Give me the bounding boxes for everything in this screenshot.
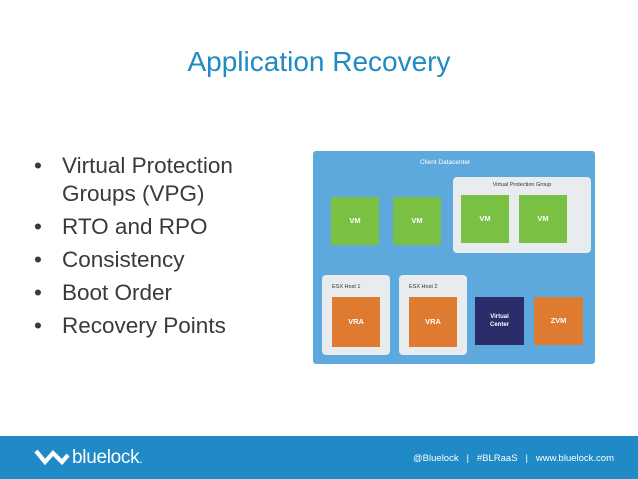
vpg-label: Virtual Protection Group [492, 182, 552, 188]
footer-bar: bluelock. @Bluelock | #BLRaaS | www.blue… [0, 436, 638, 479]
vra-box: VRA [409, 297, 457, 347]
esx-host: ESX Host 2 VRA [399, 275, 467, 355]
bluelock-logo-icon [34, 449, 70, 466]
bullet-item: • Boot Order [28, 279, 288, 307]
bullet-item: • Virtual Protection Groups (VPG) [28, 152, 288, 208]
esx-host: ESX Host 1 VRA [322, 275, 390, 355]
footer-contact-text: @Bluelock | #BLRaaS | www.bluelock.com [413, 453, 614, 464]
brand-name: bluelock. [72, 447, 143, 469]
brand-dot: . [139, 452, 143, 466]
bullet-item: • RTO and RPO [28, 213, 288, 241]
bullet-dot: • [34, 313, 42, 338]
bullet-text: Virtual Protection Groups (VPG) [62, 153, 233, 206]
bullet-dot: • [34, 280, 42, 305]
bullet-list: • Virtual Protection Groups (VPG) • RTO an… [28, 152, 288, 345]
virtual-protection-group: Virtual Protection Group VM VM [453, 177, 591, 253]
bullet-item: • Recovery Points [28, 312, 288, 340]
esx-host-label: ESX Host 2 [409, 284, 438, 290]
datacenter-label: Client Datacenter [420, 159, 471, 166]
bullet-dot: • [34, 247, 42, 272]
virtual-center-box: Virtual Center [475, 297, 524, 345]
vm-box: VM [519, 195, 567, 243]
vra-box: VRA [332, 297, 380, 347]
bullet-text: Recovery Points [62, 313, 226, 338]
brand-text: bluelock [72, 447, 140, 468]
bullet-dot: • [34, 214, 42, 239]
client-datacenter-diagram: Client Datacenter VM VM Virtual Protecti… [313, 151, 595, 364]
bullet-dot: • [34, 153, 42, 178]
esx-host-label: ESX Host 1 [332, 284, 361, 290]
zvm-box: ZVM [534, 297, 583, 345]
bullet-text: Boot Order [62, 280, 173, 305]
vm-box: VM [393, 197, 441, 245]
vm-box: VM [331, 197, 379, 245]
bullet-item: • Consistency [28, 246, 288, 274]
bullet-text: Consistency [62, 247, 185, 272]
bullet-text: RTO and RPO [62, 214, 208, 239]
slide-title: Application Recovery [187, 46, 451, 77]
vm-box: VM [461, 195, 509, 243]
